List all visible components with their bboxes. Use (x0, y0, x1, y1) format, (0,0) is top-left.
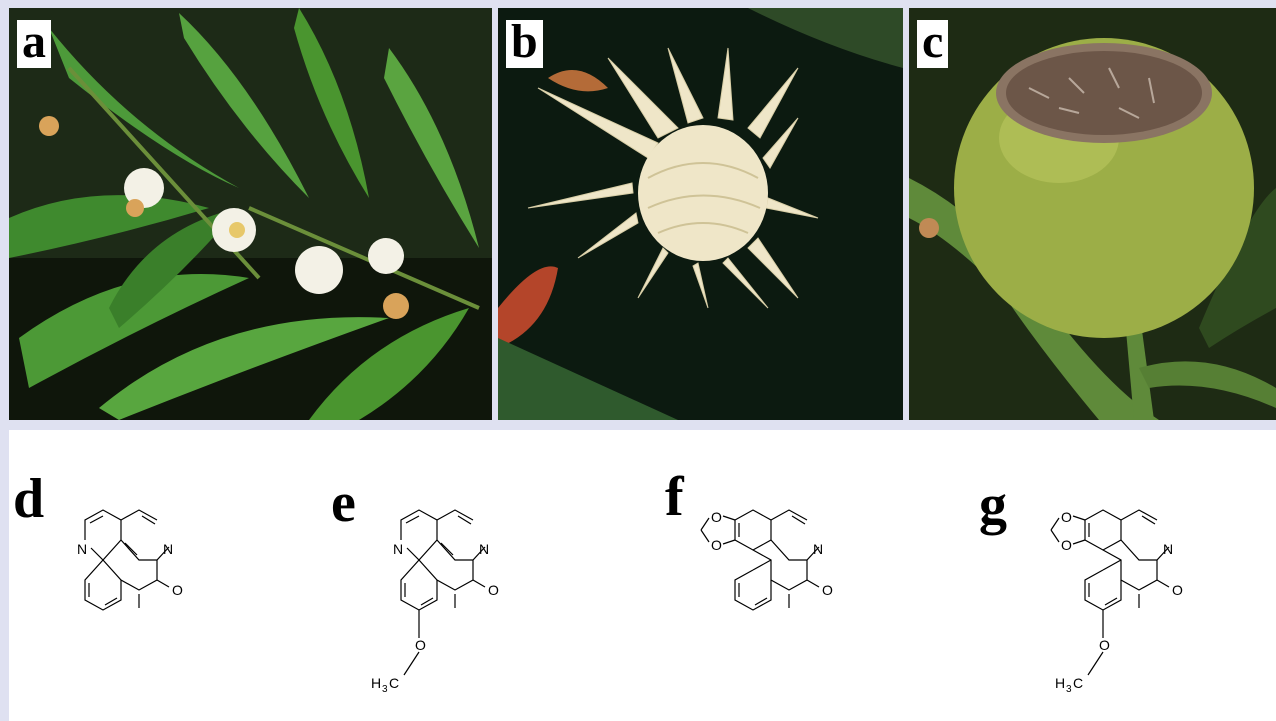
photo-b-image (498, 8, 903, 420)
panel-label-b: b (506, 18, 543, 68)
atom-o: O (1061, 509, 1072, 525)
structure-g: O O N O O H 3 C (1050, 509, 1183, 695)
panel-label-f: f (665, 466, 684, 528)
structure-f: O O N O (700, 509, 833, 611)
panel-label-a: a (17, 18, 51, 68)
atom-c: C (1073, 675, 1083, 691)
atom-o: O (1099, 637, 1110, 653)
subscript-3: 3 (382, 684, 388, 695)
atom-o: O (488, 582, 499, 598)
atom-o: O (711, 509, 722, 525)
photo-a-leaves-flowers: a (9, 8, 492, 420)
atom-n: N (479, 541, 489, 557)
atom-o: O (1172, 582, 1183, 598)
atom-h: H (1055, 675, 1065, 691)
photo-c-image (909, 8, 1276, 420)
atom-n: N (1163, 541, 1173, 557)
atom-n: N (77, 541, 87, 557)
atom-c: C (389, 675, 399, 691)
structure-panel-d: d N N O (9, 430, 309, 721)
atom-o: O (415, 637, 426, 653)
panel-label-g: g (979, 474, 1007, 536)
atom-h: H (371, 675, 381, 691)
atom-n: N (393, 541, 403, 557)
atom-o: O (822, 582, 833, 598)
subscript-3: 3 (1066, 684, 1072, 695)
photo-a-image (9, 8, 492, 420)
photo-b-flower: b (498, 8, 903, 420)
photo-c-fruit: c (909, 8, 1276, 420)
panel-label-d: d (13, 468, 45, 530)
structure-panel-e: e N N O O H 3 C (309, 430, 639, 721)
structure-panel-g: g O O N O O H 3 C (949, 430, 1276, 721)
structure-e: N N O O H 3 C (371, 509, 499, 695)
panel-label-e: e (331, 472, 356, 534)
atom-o: O (711, 537, 722, 553)
panel-label-c: c (917, 18, 949, 68)
atom-n: N (813, 541, 823, 557)
atom-n: N (163, 541, 173, 557)
atom-o: O (1061, 537, 1072, 553)
structure-panel-f: f O O N O (639, 430, 949, 721)
structure-d: N N O (77, 509, 183, 611)
atom-o: O (172, 582, 183, 598)
